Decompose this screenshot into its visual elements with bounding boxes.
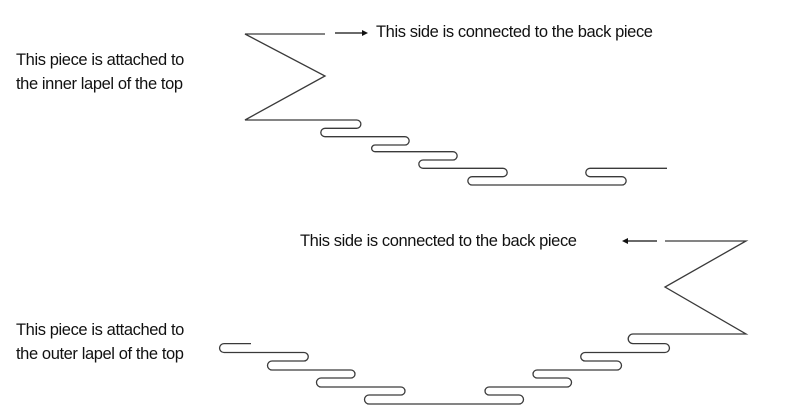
bottom-piece-label-line1: This piece is attached to xyxy=(16,321,184,339)
top-arrow-right-icon xyxy=(335,30,368,36)
bottom-piece-label-line2: the outer lapel of the top xyxy=(16,345,184,363)
top-piece-label-line1: This piece is attached to xyxy=(16,51,184,69)
top-piece-label-line2: the inner lapel of the top xyxy=(16,75,183,93)
top-piece-fold-line xyxy=(244,33,667,186)
bottom-piece-fold-line xyxy=(218,240,749,405)
bottom-connection-note: This side is connected to the back piece xyxy=(300,232,577,250)
bottom-arrow-left-icon xyxy=(622,238,657,244)
top-connection-note: This side is connected to the back piece xyxy=(376,23,653,41)
